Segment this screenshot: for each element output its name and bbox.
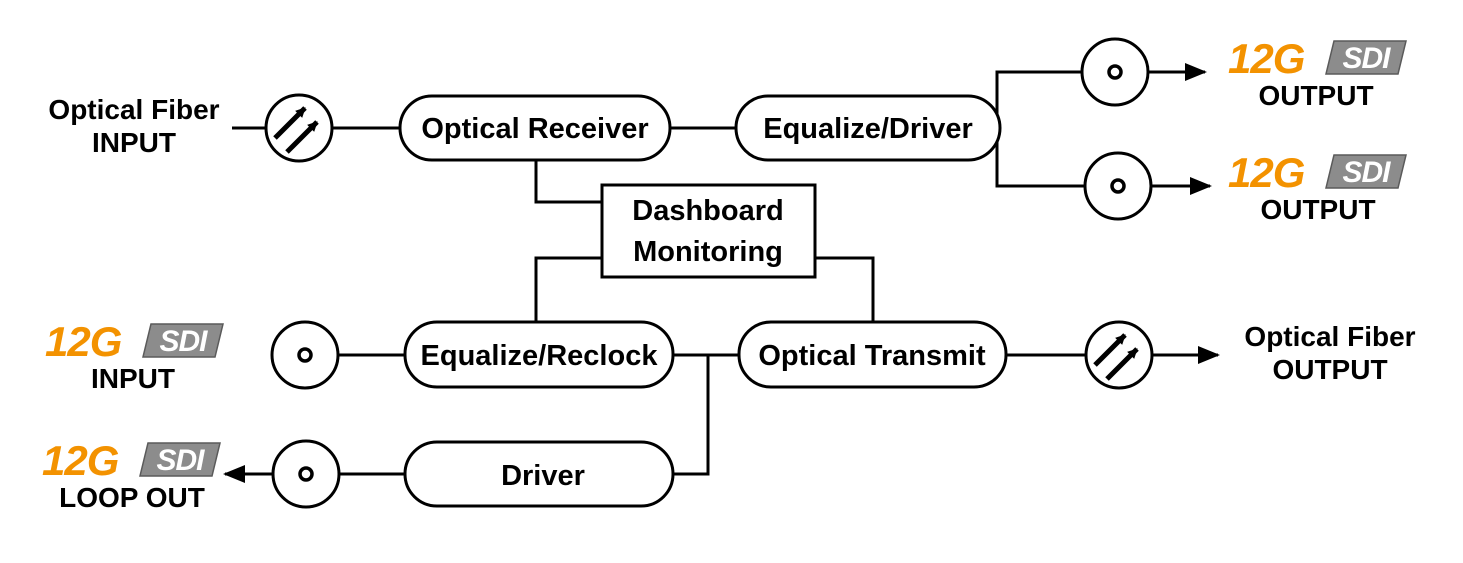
12g-sdi-logo: 12G SDI: [1228, 35, 1407, 82]
sdi-output-2: 12G SDI OUTPUT: [1228, 149, 1407, 225]
svg-text:SDI: SDI: [1342, 42, 1391, 75]
svg-text:12G: 12G: [42, 437, 119, 484]
output-2-label: OUTPUT: [1260, 194, 1375, 225]
equalize-driver-label: Equalize/Driver: [763, 113, 973, 145]
optical-receiver-block: Optical Receiver: [398, 94, 672, 162]
fiber-connector-icon: [1086, 322, 1152, 388]
optical-receiver-label: Optical Receiver: [421, 113, 648, 145]
sdi-input: 12G SDI INPUT: [45, 318, 224, 394]
loop-out-label: LOOP OUT: [59, 482, 205, 513]
12g-sdi-logo: 12G SDI: [1228, 149, 1407, 196]
fiber-input-label: Optical Fiber INPUT: [48, 94, 219, 158]
driver-label: Driver: [501, 460, 585, 492]
driver-block: Driver: [403, 440, 675, 508]
equalize-driver-block: Equalize/Driver: [734, 94, 1002, 162]
fiber-output-label: Optical Fiber OUTPUT: [1244, 321, 1415, 385]
optical-transmit-label: Optical Transmit: [758, 340, 986, 372]
sdi-input-label: INPUT: [91, 363, 175, 394]
sdi-output-1: 12G SDI OUTPUT: [1228, 35, 1407, 111]
dashboard-label: Dashboard: [632, 195, 783, 227]
bnc-connector-icon: [270, 320, 340, 390]
output-1-label: OUTPUT: [1258, 80, 1373, 111]
equalize-reclock-label: Equalize/Reclock: [421, 340, 659, 372]
sdi-loop-out: 12G SDI LOOP OUT: [42, 437, 221, 513]
monitoring-label: Monitoring: [633, 236, 783, 268]
fiber-output-subtitle: OUTPUT: [1272, 354, 1387, 385]
bnc-connector-icon: [1080, 37, 1150, 107]
dashboard-monitoring-block: Dashboard Monitoring: [600, 183, 817, 279]
svg-text:SDI: SDI: [1342, 156, 1391, 189]
12g-sdi-logo: 12G SDI: [42, 437, 221, 484]
svg-text:SDI: SDI: [159, 325, 208, 358]
fiber-input-subtitle: INPUT: [92, 127, 176, 158]
bnc-connector-icon: [271, 439, 341, 509]
connection-wires: [223, 63, 1220, 483]
svg-text:12G: 12G: [45, 318, 122, 365]
optical-transmit-block: Optical Transmit: [737, 320, 1008, 389]
fiber-input-title: Optical Fiber: [48, 94, 219, 125]
svg-text:12G: 12G: [1228, 35, 1305, 82]
bnc-connector-icon: [1083, 151, 1153, 221]
12g-sdi-logo: 12G SDI: [45, 318, 224, 365]
equalize-reclock-block: Equalize/Reclock: [403, 320, 675, 389]
fiber-output-title: Optical Fiber: [1244, 321, 1415, 352]
svg-text:12G: 12G: [1228, 149, 1305, 196]
fiber-connector-icon: [266, 95, 332, 161]
svg-text:SDI: SDI: [156, 444, 205, 477]
